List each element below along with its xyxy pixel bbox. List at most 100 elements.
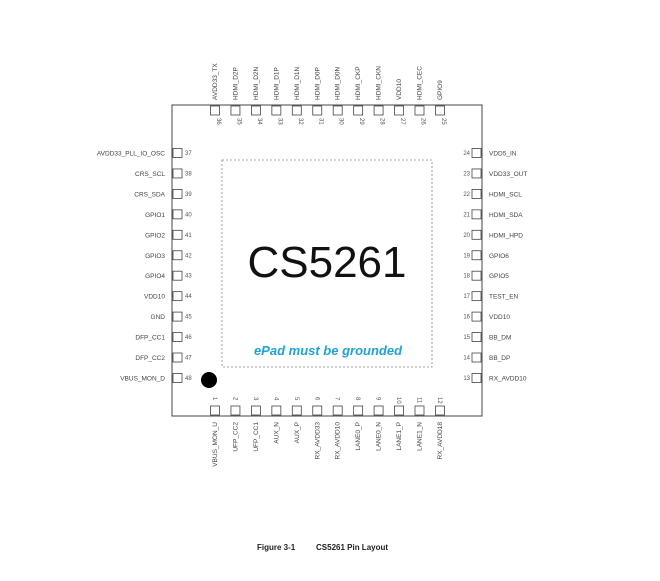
pin-name: GPIO4 <box>145 273 165 280</box>
pin-pad <box>471 352 482 363</box>
pin-left: 41 GPIO2 <box>145 229 192 240</box>
pin-name: LANE0_N <box>376 422 383 451</box>
pin-name: AUX_P <box>294 422 301 443</box>
pin-pad <box>210 105 220 116</box>
pin-number: 1 <box>211 397 217 401</box>
pin-pad <box>291 105 302 116</box>
caption-figure: Figure 3-1 <box>257 543 296 552</box>
pin-left: 46 DFP_CC1 <box>135 332 192 342</box>
pin-name: HDMI_SCL <box>489 191 522 198</box>
pin-number: 36 <box>215 118 221 125</box>
pin-pad <box>172 270 183 281</box>
pin-number: 34 <box>256 118 262 125</box>
caption-title: CS5261 Pin Layout <box>316 543 388 552</box>
pin-number: 48 <box>185 376 192 382</box>
pin-pad <box>271 105 282 116</box>
pin-name: BB_DM <box>489 335 511 342</box>
pin-name: GPIO3 <box>145 253 165 260</box>
pin-number: 9 <box>375 397 381 401</box>
pin-number: 43 <box>185 274 192 280</box>
epad-outline <box>221 159 433 368</box>
pin-left: 44 VDD10 <box>144 291 192 302</box>
pin-number: 2 <box>231 397 237 401</box>
pin-name: VBUS_MON_U <box>212 422 219 467</box>
pin-name: VDD10 <box>144 294 165 301</box>
pin-number: 44 <box>185 294 192 300</box>
pin-pad <box>172 148 183 158</box>
pin-number: 8 <box>354 397 360 401</box>
pin-name: UFP_CC1 <box>253 422 260 452</box>
pin-name: UFP_CC2 <box>232 422 239 452</box>
pin-pad <box>172 229 183 240</box>
pin-name: RX_AVDD18 <box>437 422 444 460</box>
pin-name: DFP_CC2 <box>135 355 165 362</box>
pin-name: HDMI_D1P <box>273 67 280 100</box>
pin-number: 40 <box>185 212 192 218</box>
pin-pad <box>471 229 482 240</box>
pin-name: CRS_SDA <box>134 191 165 198</box>
pin-pad <box>471 148 482 158</box>
pin-number: 21 <box>463 212 470 218</box>
pin-number: 32 <box>297 118 303 125</box>
pin-name: RX_AVDD33 <box>314 422 321 460</box>
pin-number: 20 <box>463 233 470 239</box>
pin-name: DFP_CC1 <box>135 335 165 342</box>
pin-number: 12 <box>436 397 442 404</box>
pin-pad <box>471 168 482 179</box>
pin-name: GPIO9 <box>437 80 444 100</box>
pin-pad <box>172 332 183 342</box>
pin-pad <box>172 311 183 322</box>
pin-number: 46 <box>185 335 192 341</box>
pin-name: VDD10 <box>489 314 510 321</box>
pin-pad <box>435 105 445 116</box>
pin-name: LANE1_N <box>417 422 424 451</box>
pin-name: CRS_SCL <box>135 171 165 178</box>
pin-name: GPIO2 <box>145 232 165 239</box>
epad-note: ePad must be grounded <box>254 343 403 358</box>
pin-name: HDMI_SDA <box>489 212 523 219</box>
pin-number: 17 <box>463 294 470 300</box>
pin-name: VBUS_MON_D <box>120 375 165 382</box>
pin-number: 26 <box>420 118 426 125</box>
pin-name: LANE0_P <box>355 422 362 451</box>
pin-pad <box>210 405 220 416</box>
pin-number: 28 <box>379 118 385 125</box>
pin-number: 41 <box>185 233 192 239</box>
pin-number: 42 <box>185 253 192 259</box>
pin-pad <box>373 105 384 116</box>
pin-pad <box>353 405 364 416</box>
pin-name: HDMI_CEC <box>417 66 424 100</box>
pin-name: VDD5_IN <box>489 151 517 158</box>
pin-pad <box>172 250 183 261</box>
pin-number: 14 <box>463 356 470 362</box>
pin-number: 19 <box>463 253 470 259</box>
pin-name: HDMI_HPD <box>489 232 523 239</box>
pin-name: RX_AVDD10 <box>335 422 342 460</box>
pin-number: 11 <box>416 397 422 404</box>
pin-pad <box>271 405 282 416</box>
pin-bottom: 6RX_AVDD33 <box>312 397 323 460</box>
pin-name: HDMI_CKN <box>376 66 383 100</box>
pin-pad <box>172 352 183 363</box>
pin-name: AVDD33_PLL_IO_OSC <box>97 151 165 158</box>
